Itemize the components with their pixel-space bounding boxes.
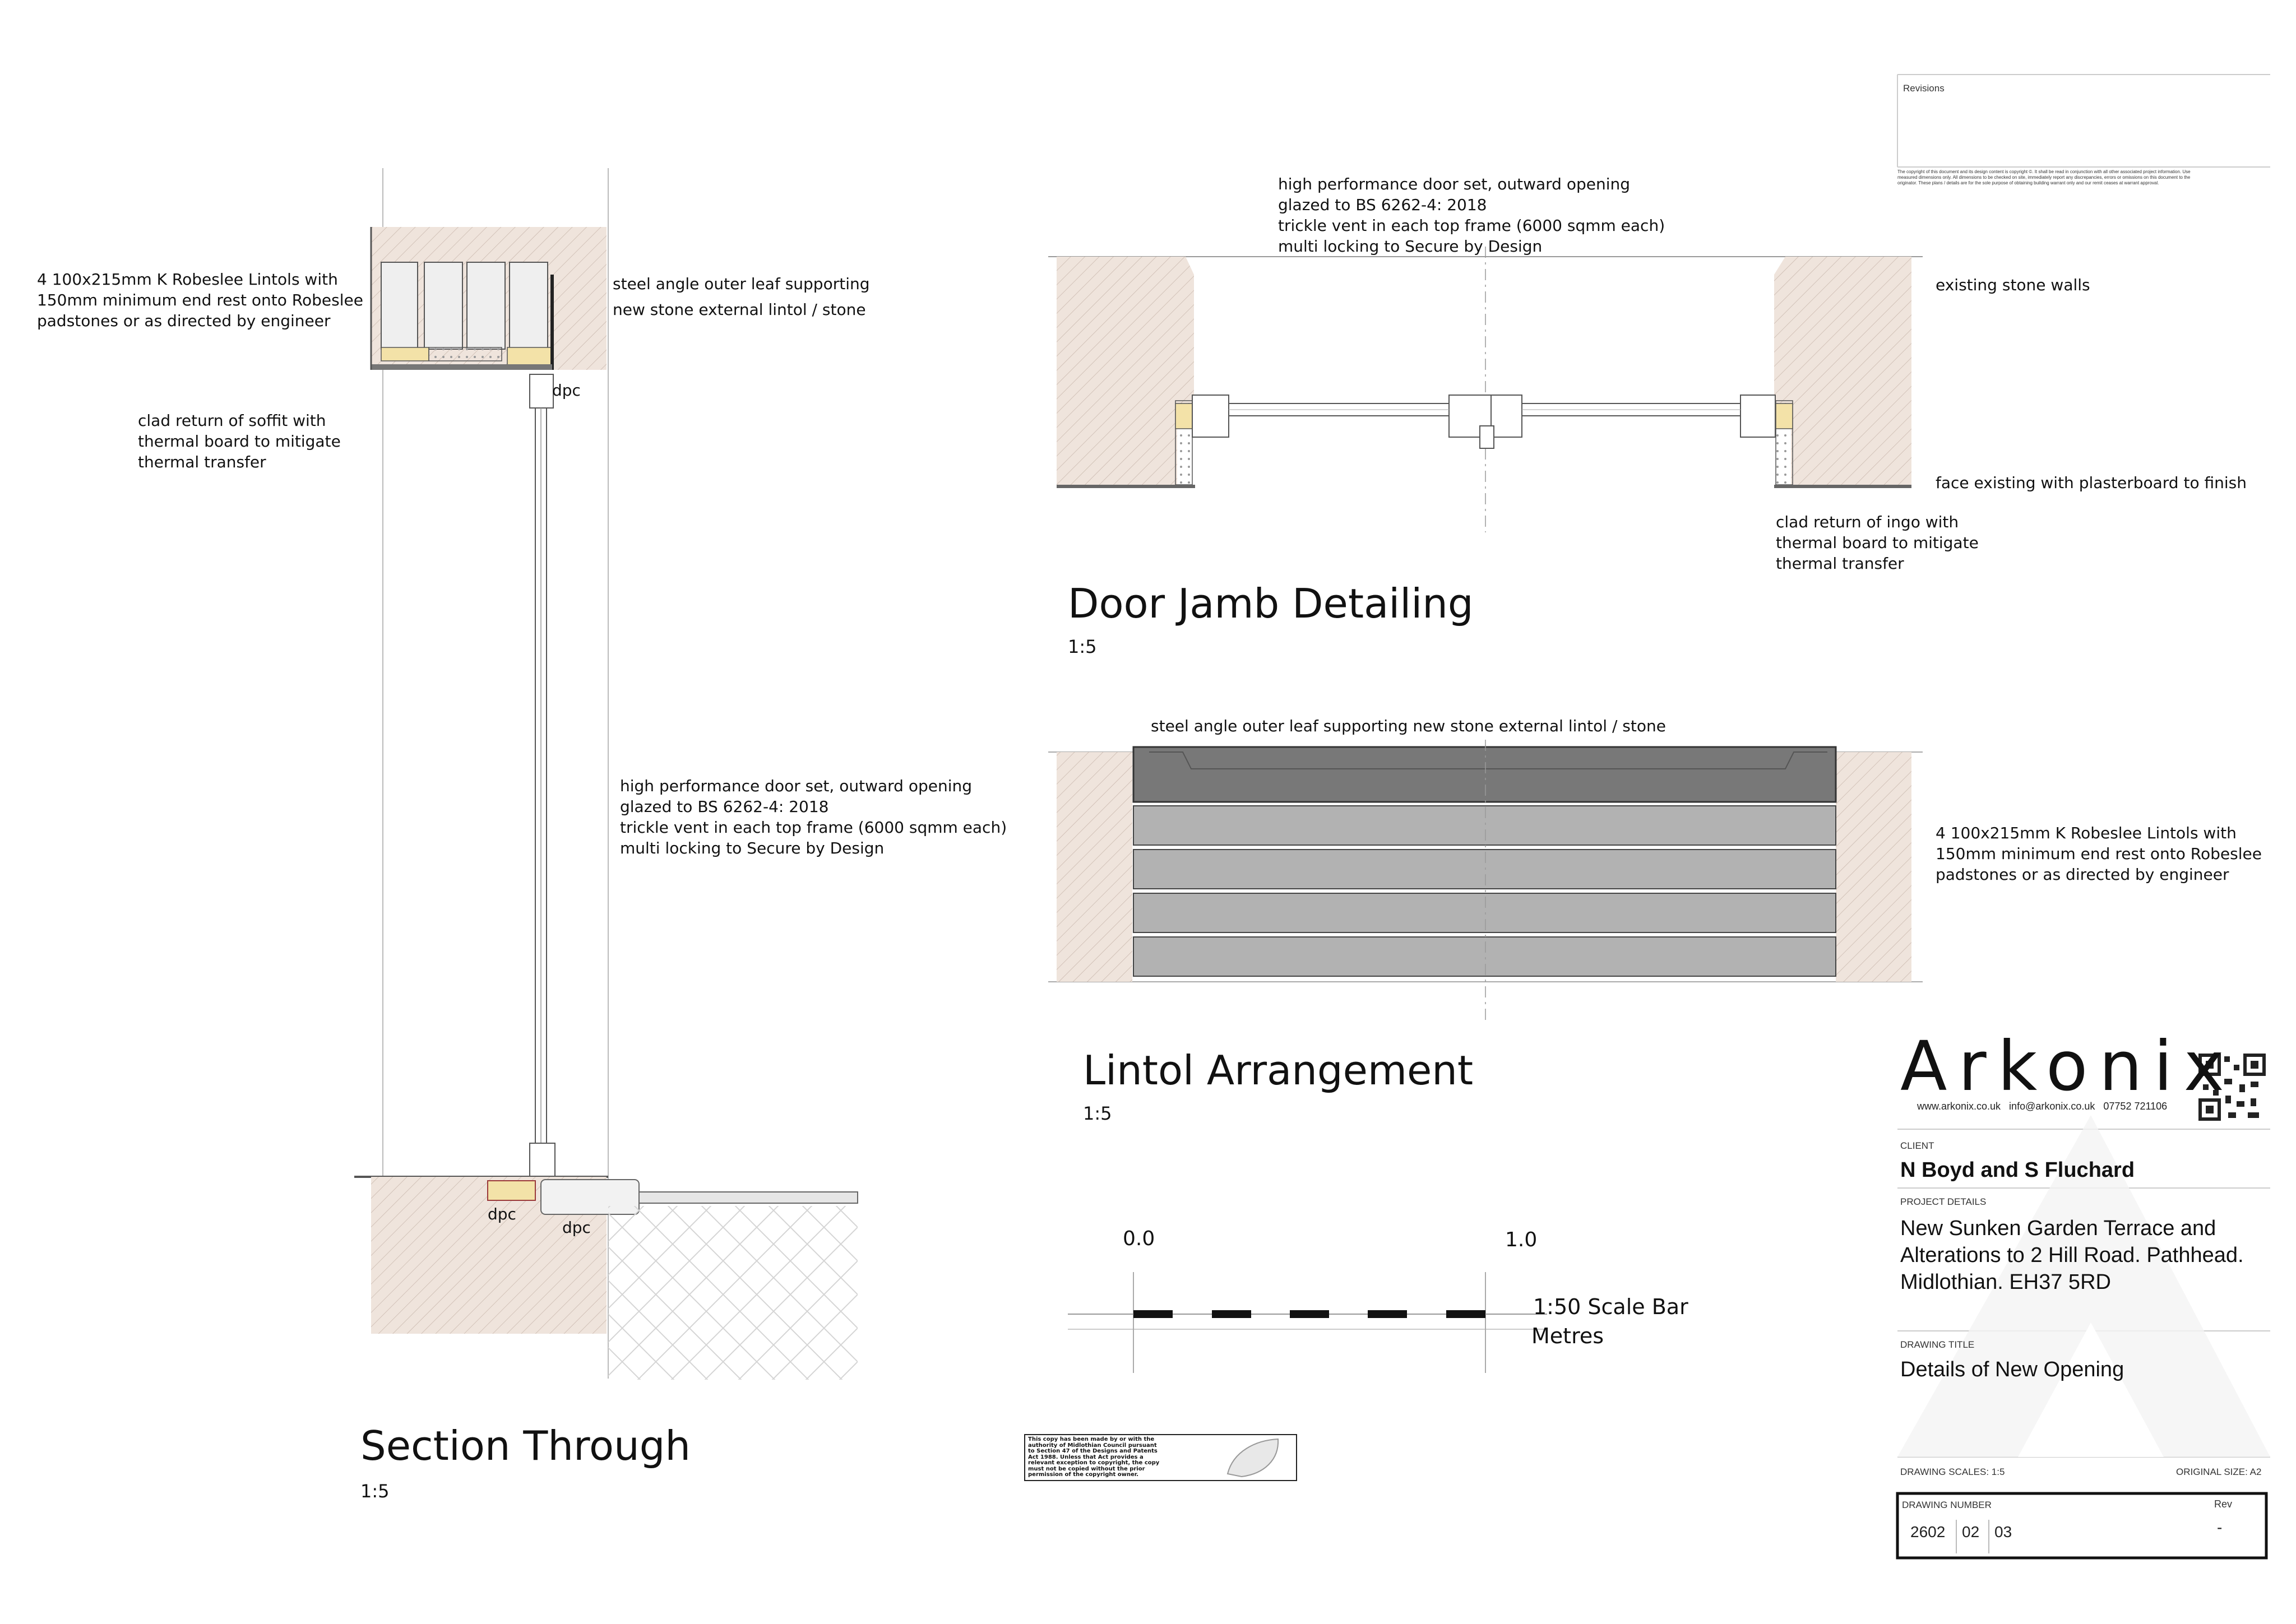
drawing-title-label: DRAWING TITLE <box>1900 1339 1975 1350</box>
copyright-stamp-text: This copy has been made by or with the a… <box>1028 1436 1160 1478</box>
section-through-scale: 1:5 <box>360 1481 390 1502</box>
door-jamb-scale: 1:5 <box>1068 636 1097 657</box>
door-jamb-drawing <box>1048 247 1923 532</box>
revision-value: - <box>2217 1519 2223 1536</box>
lintol-lintel-note: 4 100x215mm K Robeslee Lintols with 150m… <box>1936 824 2262 884</box>
scale-bar-units: Metres <box>1531 1324 1604 1348</box>
scale-bar-label: 1:50 Scale Bar <box>1533 1294 1688 1319</box>
contact-line: www.arkonix.co.uk info@arkonix.co.uk 077… <box>1917 1101 2168 1112</box>
leaf-icon <box>1226 1438 1279 1478</box>
lintol-arrangement-scale: 1:5 <box>1083 1103 1112 1124</box>
scale-bar-end: 1.0 <box>1505 1228 1538 1251</box>
jamb-ingo-note: clad return of ingo with thermal board t… <box>1776 513 1979 573</box>
brand-logo: Arkonix <box>1900 1027 2235 1106</box>
section-through-drawing <box>354 168 858 1380</box>
client-name: N Boyd and S Fluchard <box>1900 1158 2135 1182</box>
drawing-number-part-1: 2602 <box>1910 1523 1946 1541</box>
scale-bar-start: 0.0 <box>1123 1227 1155 1250</box>
scale-bar <box>1068 1272 1547 1373</box>
drawing-scales-label: DRAWING SCALES: 1:5 <box>1900 1467 2005 1477</box>
jamb-door-note: high performance door set, outward openi… <box>1278 175 1665 256</box>
section-door-note: high performance door set, outward openi… <box>620 777 1007 857</box>
section-through-title: Section Through <box>360 1422 691 1469</box>
jamb-walls-note: existing stone walls <box>1936 276 2090 294</box>
section-soffit-note: clad return of soffit with thermal board… <box>138 411 341 471</box>
lintol-arrangement-title: Lintol Arrangement <box>1083 1047 1474 1094</box>
dpc-label-sill: dpc <box>488 1205 516 1223</box>
client-label: CLIENT <box>1900 1140 1934 1151</box>
dpc-label-top: dpc <box>552 381 581 400</box>
disclaimer-text: The copyright of this document and its d… <box>1897 169 2191 185</box>
title-block-frames <box>1896 74 2270 1560</box>
dpc-label-threshold: dpc <box>562 1218 591 1237</box>
drawing-number-part-2: 02 <box>1962 1523 1980 1541</box>
project-label: PROJECT DETAILS <box>1900 1196 1987 1207</box>
lintol-angle-note: steel angle outer leaf supporting new st… <box>1151 717 1666 735</box>
original-size-label: ORIGINAL SIZE: A2 <box>2176 1467 2262 1477</box>
section-angle-note: steel angle outer leaf supporting new st… <box>613 275 870 319</box>
section-lintel-note: 4 100x215mm K Robeslee Lintols with 150m… <box>37 270 363 330</box>
door-jamb-title: Door Jamb Detailing <box>1068 580 1474 627</box>
revisions-label: Revisions <box>1903 83 1945 94</box>
lintol-arrangement-drawing <box>1048 740 1923 1020</box>
drawing-title: Details of New Opening <box>1900 1358 2124 1381</box>
rev-label: Rev <box>2214 1498 2233 1510</box>
jamb-plaster-note: face existing with plasterboard to finis… <box>1936 474 2247 492</box>
project-details: New Sunken Garden Terrace and Alteration… <box>1900 1217 2244 1294</box>
drawing-number-label: DRAWING NUMBER <box>1902 1500 1992 1510</box>
qr-code-icon <box>2198 1054 2266 1121</box>
drawing-number-part-3: 03 <box>1994 1523 2012 1541</box>
